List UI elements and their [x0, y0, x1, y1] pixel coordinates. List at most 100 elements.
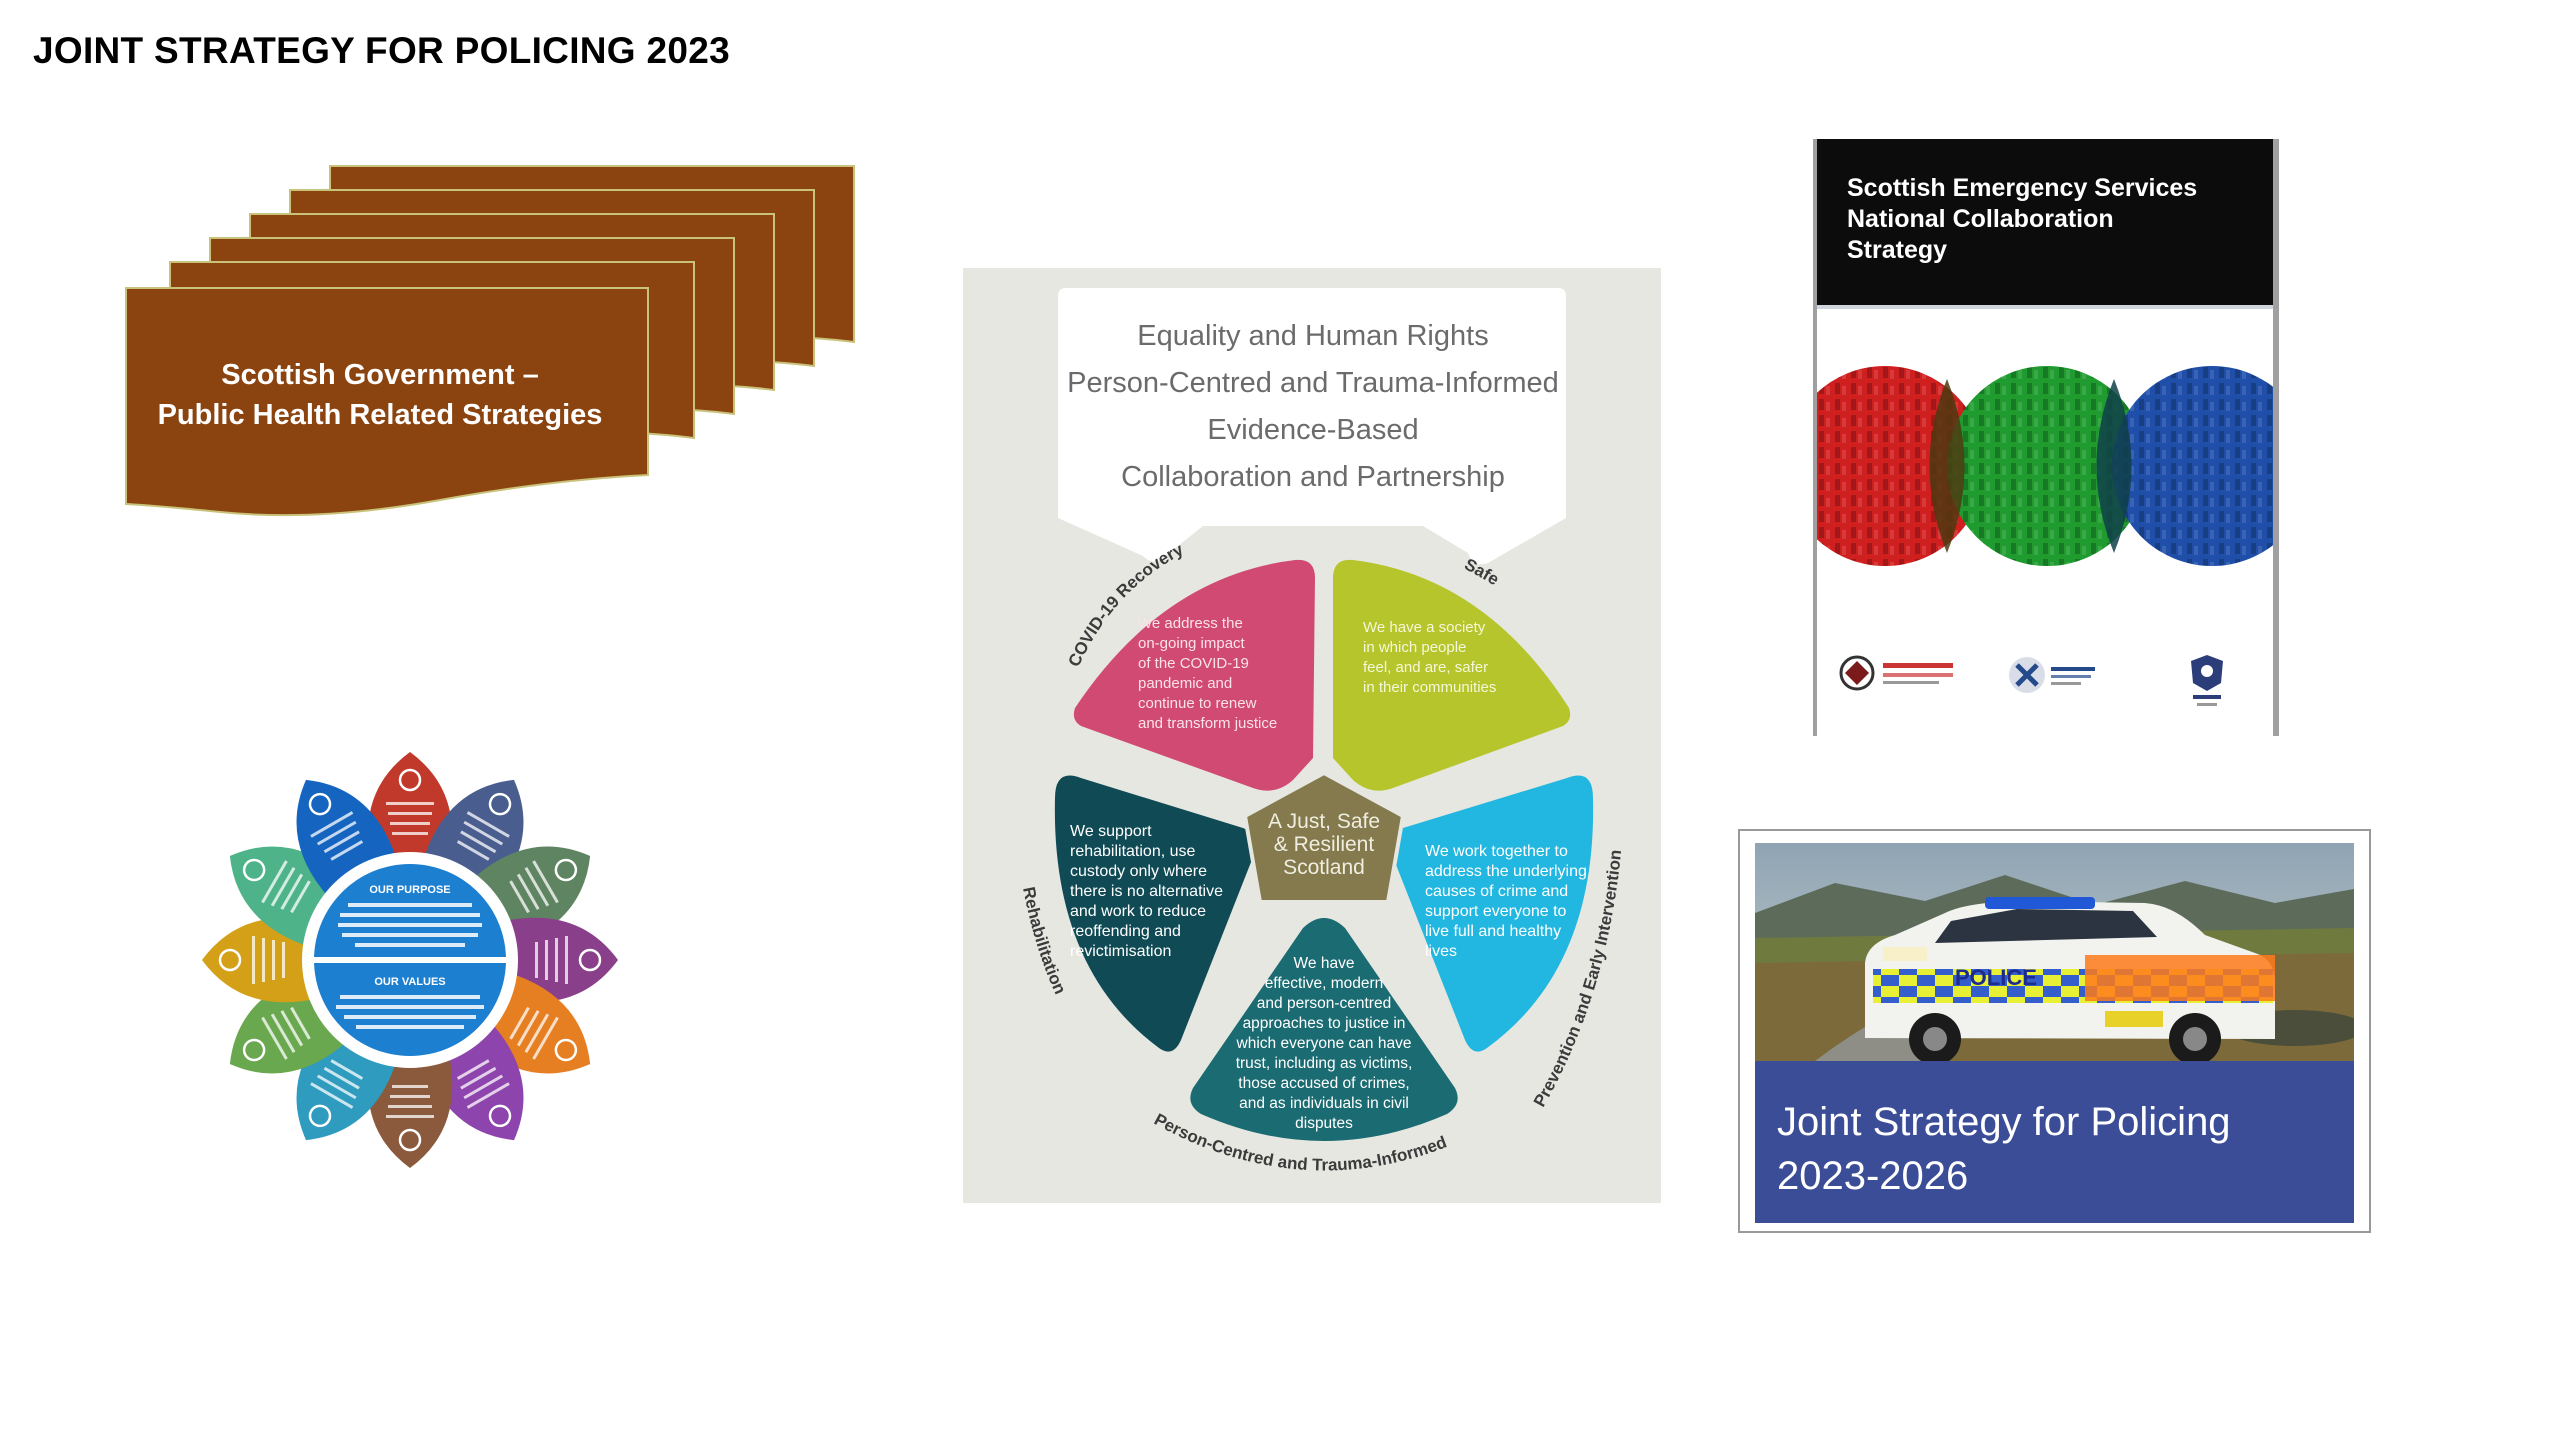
flower-petal-text-line	[252, 936, 255, 984]
document-stack-label: Scottish Government – Public Health Rela…	[120, 355, 640, 435]
petal-rehab	[1054, 775, 1256, 1052]
petal-person_centred-line-3: and person-centred	[1257, 995, 1391, 1012]
cover-title: Scottish Emergency Services National Col…	[1847, 173, 2247, 266]
principle-3: Evidence-Based	[1207, 414, 1419, 446]
petal-person_centred-line-4: approaches to justice in	[1243, 1015, 1406, 1032]
policing-card-title-band: Joint Strategy for Policing 2023-2026	[1755, 1061, 2354, 1223]
flower-petal-text-line	[392, 832, 428, 835]
flower-petal-icon-4	[578, 948, 602, 972]
petal-covid-line-4: pandemic and	[1138, 675, 1232, 692]
flower-petal-icon-9	[242, 1038, 266, 1062]
flower-petal-text-line	[388, 812, 432, 815]
petal-rehab-line-2: rehabilitation, use	[1070, 843, 1196, 860]
flower-values-title: OUR VALUES	[374, 976, 445, 988]
flower-petal-text-line	[261, 860, 288, 904]
petal-covid-line-2: on-going impact	[1138, 635, 1246, 652]
flower-petal-text-line	[466, 811, 510, 838]
petal-prevention-line-2: address the underlying	[1425, 863, 1587, 880]
flower-petal-text-line	[390, 822, 430, 825]
flower-petal-text-line	[524, 1013, 550, 1054]
flower-petal-icon-3	[554, 858, 578, 882]
flower-petal-10	[202, 917, 310, 1003]
petal-rehab-line-7: revictimisation	[1070, 943, 1171, 960]
cover-title-line3: Strategy	[1847, 236, 1948, 264]
petal-covid-line-1: We address the	[1138, 615, 1243, 632]
flower-petal-text-line	[316, 1074, 357, 1100]
petal-person_centred-line-6: trust, including as victims,	[1236, 1055, 1413, 1072]
flower-petal-text-line	[565, 936, 568, 984]
petal-covid-line-3: of the COVID-19	[1138, 655, 1249, 672]
flower-petal-text-line	[466, 1082, 510, 1109]
petal-prevention	[1390, 775, 1594, 1052]
flower-petal-text-line	[316, 820, 357, 846]
flower-petal-text-line	[262, 938, 265, 982]
flower-petal-text-line	[330, 840, 364, 861]
center-line-2: & Resilient	[1274, 833, 1375, 856]
flower-petal-7	[367, 1060, 453, 1168]
petal-covid-line-6: and transform justice	[1138, 715, 1277, 732]
principle-4: Collaboration and Partnership	[1121, 461, 1505, 493]
flower-petal-icon-8	[308, 1104, 332, 1128]
flower-values-text-lines	[336, 995, 484, 1029]
petal-prevention-line-5: live full and healthy	[1425, 923, 1561, 940]
flower-petal-text-line	[545, 940, 548, 980]
fire-service-logo	[1839, 655, 1953, 691]
arc-label-rehab: Rehabilitation	[1019, 885, 1070, 997]
svg-text:Rehabilitation: Rehabilitation	[1019, 885, 1070, 997]
flower-petal-icon-10	[218, 948, 242, 972]
joint-strategy-policing-card: POLICE Joint Strategy for Policing 2023-…	[1738, 829, 2371, 1233]
document-stack-label-line1: Scottish Government –	[221, 359, 539, 391]
flower-petal-icon-1	[398, 768, 422, 792]
flower-petal-text-line	[535, 942, 538, 978]
flower-petal-text-line	[280, 873, 304, 910]
flower-petal-text-line	[532, 1016, 559, 1060]
flower-petal-text-line	[524, 866, 550, 907]
petal-prevention-line-1: We work together to	[1425, 843, 1568, 860]
cover-title-line2: National Collaboration	[1847, 205, 2114, 233]
cover-title-line1: Scottish Emergency Services	[1847, 174, 2198, 202]
flower-purpose-text-lines	[338, 903, 482, 947]
national-outcomes-flower: OUR PURPOSE OUR VALUES	[160, 695, 660, 1215]
petal-safe	[1333, 559, 1571, 791]
petal-prevention-line-6: lives	[1425, 943, 1457, 960]
flower-petal-text-line	[555, 938, 558, 982]
principles-box-shape	[1058, 288, 1566, 565]
flower-petal-icon-5	[554, 1038, 578, 1062]
petal-covid-text: We address the on-going impact of the COVI…	[1138, 615, 1277, 732]
flower-petal-text-line	[456, 840, 490, 861]
flower-petal-icon-12	[308, 792, 332, 816]
police-car-photo: POLICE	[1755, 843, 2354, 1061]
center-pentagon	[1242, 770, 1406, 904]
flower-petal-text-line	[460, 1066, 497, 1090]
police-scotland-logo	[2191, 655, 2223, 706]
petal-prevention-line-3: causes of crime and	[1425, 883, 1568, 900]
document-stack-graphic: Scottish Government – Public Health Rela…	[120, 160, 860, 540]
petal-safe-line-2: in which people	[1363, 639, 1466, 656]
policing-card-title-line2: 2023-2026	[1777, 1154, 1969, 1198]
center-line-1: A Just, Safe	[1268, 810, 1380, 833]
police-car-illustration: POLICE	[1755, 843, 2354, 1061]
flower-petal-text-line	[282, 942, 285, 978]
flower-petal-text-line	[270, 1013, 296, 1054]
flower-petal-text-line	[386, 802, 434, 805]
principle-2: Person-Centred and Trauma-Informed	[1067, 367, 1559, 399]
flower-petal-text-line	[310, 1082, 354, 1109]
petal-covid	[1073, 559, 1315, 791]
petal-prevention-line-4: support everyone to	[1425, 903, 1567, 920]
cover-logos	[1839, 655, 2223, 706]
flower-petal-text-line	[388, 1105, 432, 1108]
petal-rehab-line-5: and work to reduce	[1070, 903, 1206, 920]
cover-circles	[1817, 366, 2273, 566]
petal-rehab-line-3: custody only where	[1070, 863, 1207, 880]
cover-header: Scottish Emergency Services National Col…	[1817, 139, 2273, 309]
petal-rehab-line-6: reoffending and	[1070, 923, 1181, 940]
flower-petal-1	[367, 752, 453, 860]
flower-petal-icon-7	[398, 1128, 422, 1152]
petal-rehab-line-4: there is no alternative	[1070, 883, 1223, 900]
petal-safe-line-1: We have a society	[1363, 619, 1486, 636]
petal-safe-line-3: feel, and are, safer	[1363, 659, 1488, 676]
petal-person_centred-line-7: those accused of crimes,	[1238, 1075, 1409, 1092]
flower-petal-text-line	[261, 1016, 288, 1060]
